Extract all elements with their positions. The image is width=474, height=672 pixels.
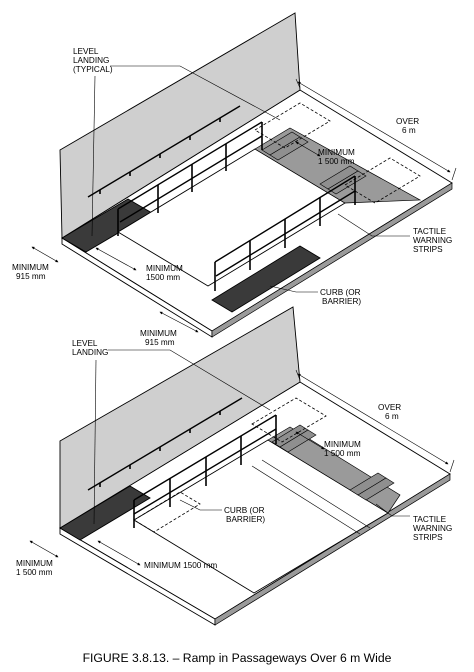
top-ramp-guardrail-left (117, 121, 263, 236)
top-landing-dashed-right (344, 157, 421, 204)
top-label-minimum-1500-mid: MINIMUM 1500 mm (146, 264, 185, 282)
bottom-ramp-guardrail (133, 414, 277, 528)
bottom-label-minimum-1500-top: MINIMUM 1 500 mm (324, 440, 363, 458)
bottom-dim-minimum-1500-bottom (97, 540, 141, 566)
top-dim-minimum-915-bottom (159, 311, 199, 333)
top-wall-handrail-brackets (99, 118, 221, 194)
bottom-dim-minimum-1500-left (29, 540, 59, 558)
top-ramp-guardrail-right (214, 175, 356, 291)
bottom-leader-tactile (375, 503, 410, 517)
top-label-tactile-strips: TACTILE WARNING STRIPS (413, 227, 455, 254)
bottom-ramp-diagram: LEVEL LANDING OVER 6 m MINIMUM 1 500 mm … (16, 306, 455, 626)
top-label-level-landing: LEVEL LANDING (TYPICAL) (73, 47, 113, 74)
bottom-wall-handrail (87, 397, 243, 491)
bottom-landing-dashed-left (133, 491, 201, 533)
bottom-dim-minimum-1500-top (295, 431, 325, 450)
bottom-label-level-landing: LEVEL LANDING (72, 339, 108, 357)
top-wall-handrail (87, 105, 241, 198)
top-dim-minimum-915-left (31, 246, 59, 263)
figure-caption: FIGURE 3.8.13. – Ramp in Passageways Ove… (83, 651, 392, 665)
top-label-minimum-915-bottom: MINIMUM 915 mm (140, 329, 179, 347)
top-dark-floor-right (211, 245, 321, 313)
top-label-curb: CURB (OR BARRIER) (320, 288, 363, 306)
bottom-label-minimum-1500-left: MINIMUM 1 500 mm (16, 559, 55, 577)
bottom-wall-handrail-brackets (99, 411, 221, 487)
top-dim-over-6m (297, 81, 451, 173)
bottom-leader-level-landing (108, 349, 271, 411)
bottom-label-curb: CURB (OR BARRIER) (224, 506, 267, 524)
top-label-minimum-915-left: MINIMUM 915 mm (12, 263, 51, 281)
top-dim-minimum-1500-mid (95, 247, 137, 271)
top-leader-level-landing (110, 65, 281, 121)
top-leader-tactile (337, 213, 410, 237)
bottom-label-over-6m: OVER 6 m (378, 403, 404, 421)
bottom-leader-curb (179, 499, 222, 511)
top-leader-curb (269, 285, 318, 293)
top-ramp-diagram: LEVEL LANDING (TYPICAL) OVER 6 m MINIMUM… (12, 12, 457, 347)
top-label-over-6m: OVER 6 m (396, 117, 422, 135)
bottom-label-tactile-strips: TACTILE WARNING STRIPS (413, 515, 455, 542)
bottom-label-minimum-1500-bottom: MINIMUM 1500 mm (144, 561, 217, 570)
top-slab-edge-right (211, 182, 453, 338)
top-label-minimum-1500: MINIMUM 1 500 mm (318, 148, 357, 166)
top-dim-minimum-1500 (295, 141, 321, 157)
bottom-dim-over-6m (297, 373, 449, 465)
